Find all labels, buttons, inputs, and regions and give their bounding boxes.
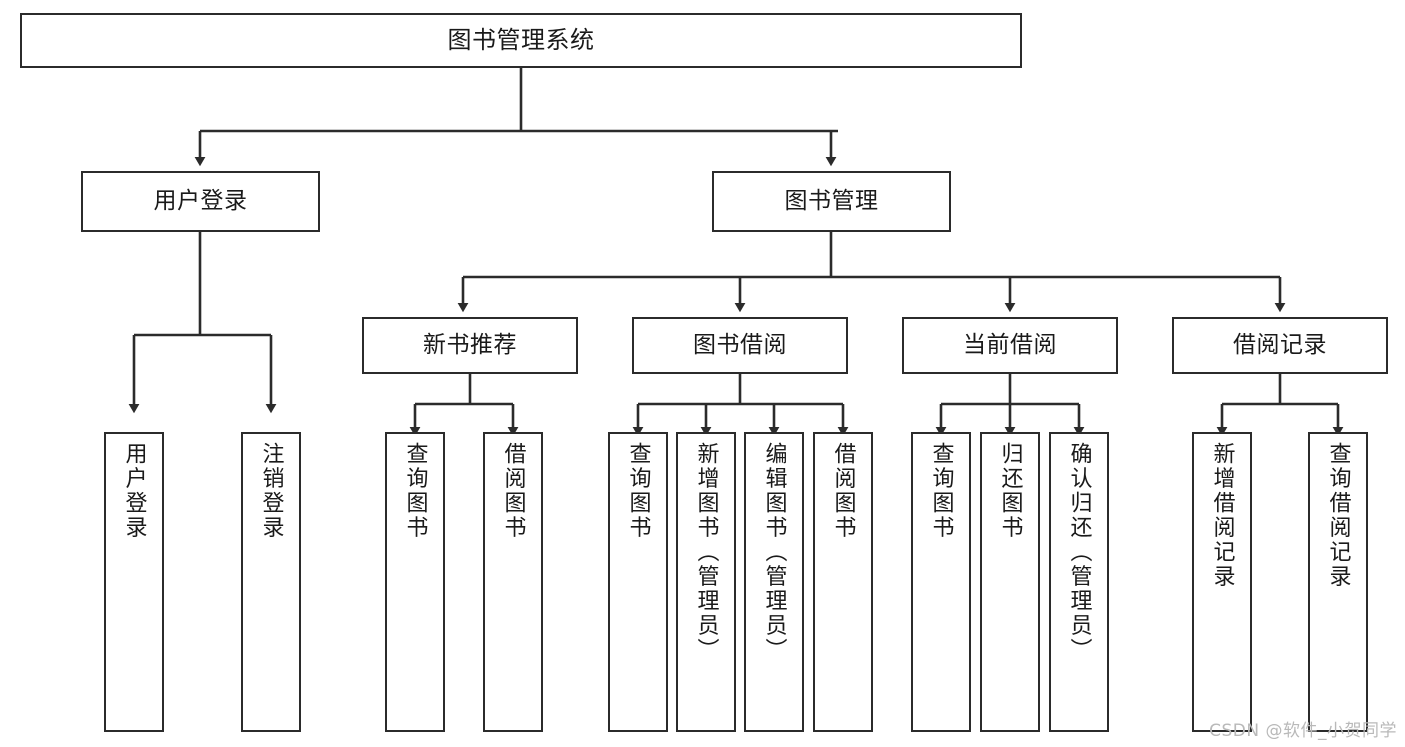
node-leaf-user-logout[interactable]: 注销登录	[241, 432, 301, 732]
node-leaf-borrow-edit-book[interactable]: 编辑图书（管理员）	[744, 432, 804, 732]
node-label: 归还图书	[997, 442, 1023, 540]
node-leaf-borrow-borrow-book[interactable]: 借阅图书	[813, 432, 873, 732]
node-current-borrow[interactable]: 当前借阅	[902, 317, 1118, 374]
node-label: 借阅图书	[500, 442, 526, 540]
node-borrow-record[interactable]: 借阅记录	[1172, 317, 1388, 374]
node-leaf-borrow-query-book[interactable]: 查询图书	[608, 432, 668, 732]
node-label: 编辑图书（管理员）	[761, 442, 787, 663]
node-leaf-cur-query-book[interactable]: 查询图书	[911, 432, 971, 732]
node-leaf-cur-return-book[interactable]: 归还图书	[980, 432, 1040, 732]
node-label: 用户登录	[121, 442, 147, 540]
node-label: 图书借阅	[693, 331, 787, 358]
node-label: 借阅图书	[830, 442, 856, 540]
node-new-book-rec[interactable]: 新书推荐	[362, 317, 578, 374]
node-label: 新增图书（管理员）	[693, 442, 719, 663]
node-label: 查询借阅记录	[1325, 442, 1351, 589]
node-label: 新增借阅记录	[1209, 442, 1235, 589]
node-label: 用户登录	[153, 187, 248, 214]
node-book-manage[interactable]: 图书管理	[712, 171, 951, 232]
node-label: 确认归还（管理员）	[1066, 442, 1092, 663]
node-label: 图书管理	[784, 187, 879, 214]
node-book-borrow[interactable]: 图书借阅	[632, 317, 848, 374]
node-leaf-cur-confirm-return[interactable]: 确认归还（管理员）	[1049, 432, 1109, 732]
node-leaf-rec-query-record[interactable]: 查询借阅记录	[1308, 432, 1368, 732]
node-label: 新书推荐	[423, 331, 517, 358]
node-label: 注销登录	[258, 442, 284, 540]
node-user-login[interactable]: 用户登录	[81, 171, 320, 232]
node-root-system[interactable]: 图书管理系统	[20, 13, 1022, 68]
node-leaf-borrow-add-book[interactable]: 新增图书（管理员）	[676, 432, 736, 732]
node-label: 图书管理系统	[447, 26, 595, 55]
node-leaf-user-login[interactable]: 用户登录	[104, 432, 164, 732]
node-leaf-rec-add-record[interactable]: 新增借阅记录	[1192, 432, 1252, 732]
node-label: 借阅记录	[1233, 331, 1327, 358]
node-label: 当前借阅	[963, 331, 1057, 358]
node-leaf-rec-query-book[interactable]: 查询图书	[385, 432, 445, 732]
csdn-watermark: CSDN @软件_小贺同学	[1209, 721, 1397, 741]
node-label: 查询图书	[928, 442, 954, 540]
node-label: 查询图书	[402, 442, 428, 540]
node-label: 查询图书	[625, 442, 651, 540]
node-leaf-rec-borrow-book[interactable]: 借阅图书	[483, 432, 543, 732]
